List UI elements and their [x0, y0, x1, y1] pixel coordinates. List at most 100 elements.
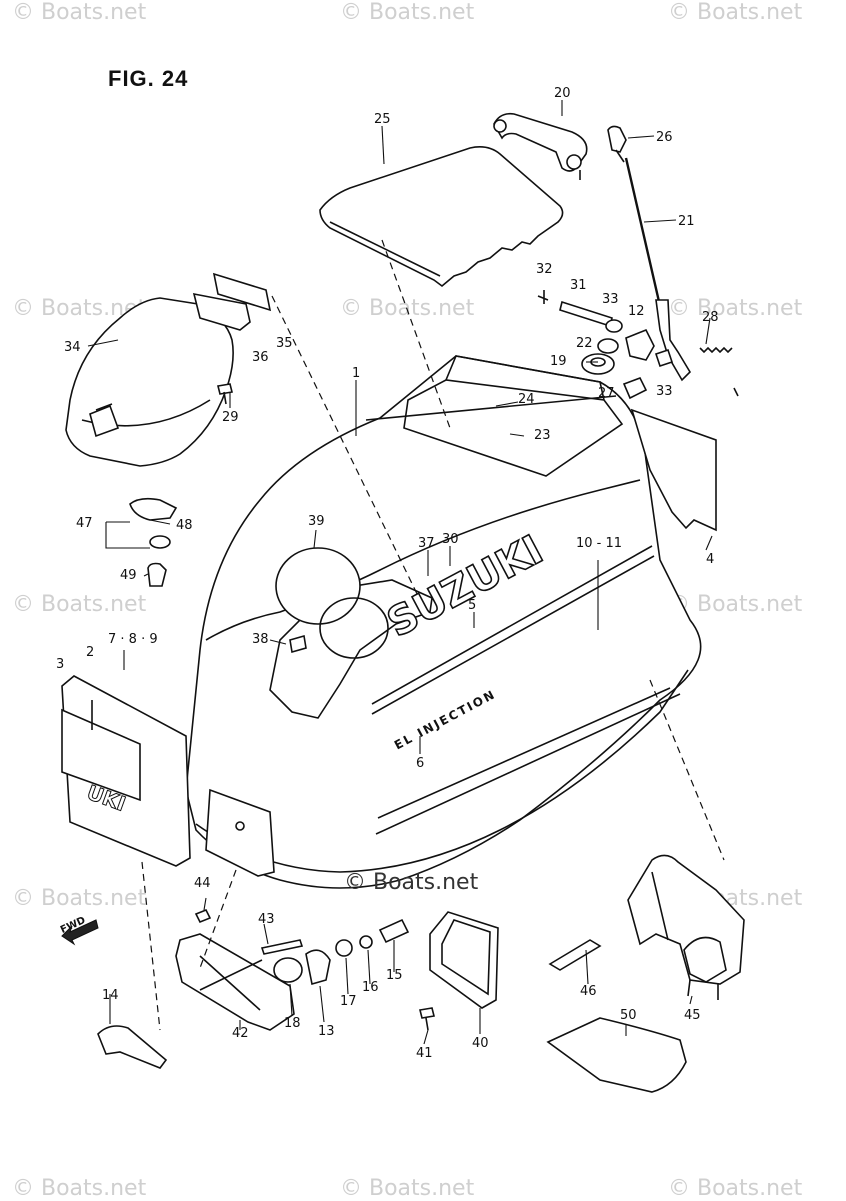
- bolt-15: [378, 918, 410, 944]
- part-label-10-11: 10 - 11: [576, 536, 623, 551]
- bracket-42-ribs: [199, 955, 263, 1011]
- cap-48: [149, 535, 171, 549]
- part-label-44: 44: [194, 876, 211, 891]
- part-label-49: 49: [120, 568, 137, 583]
- part-label-7-8-9: 7 · 8 · 9: [108, 632, 158, 647]
- assembly-line: [649, 679, 725, 861]
- part-label-2: 2: [86, 645, 95, 660]
- part-label-42: 42: [232, 1026, 249, 1041]
- part-label-34: 34: [64, 340, 81, 355]
- watermark: © Boats.net: [668, 0, 803, 25]
- part-label-27: 27: [598, 386, 615, 401]
- watermark: © Boats.net: [12, 1176, 147, 1201]
- latch-rod: [607, 125, 692, 382]
- part-label-33a: 33: [602, 292, 619, 307]
- mount-plate: [205, 788, 275, 877]
- part-label-41: 41: [416, 1046, 433, 1061]
- bushing-33: [605, 319, 623, 333]
- part-label-30: 30: [442, 532, 459, 547]
- part-label-12: 12: [628, 304, 645, 319]
- gasket-47: [129, 497, 178, 521]
- bushing-27: [622, 376, 648, 400]
- latch-assembly-45: [627, 854, 745, 1000]
- lever-12: [625, 328, 655, 361]
- side-panel-4: [630, 408, 717, 532]
- part-label-33b: 33: [656, 384, 673, 399]
- part-label-29: 29: [222, 410, 239, 425]
- mount-hole: [235, 821, 245, 831]
- part-label-46: 46: [580, 984, 597, 999]
- washer-22: [597, 338, 619, 354]
- front-plate: [61, 675, 191, 867]
- part-label-17: 17: [340, 994, 357, 1009]
- part-label-32: 32: [536, 262, 553, 277]
- part-label-24: 24: [518, 392, 535, 407]
- figure-title: FIG. 24: [108, 66, 189, 91]
- washer-18: [273, 957, 303, 983]
- seal-40-inner: [441, 919, 491, 996]
- leader-lines: [87, 100, 713, 1045]
- plug-49: [147, 562, 167, 587]
- part-label-18: 18: [284, 1016, 301, 1031]
- watermark: © Boats.net: [668, 296, 803, 321]
- part-label-20: 20: [554, 86, 571, 101]
- fwd-arrow-icon: [61, 919, 99, 946]
- part-label-31: 31: [570, 278, 587, 293]
- watermark: © Boats.net: [668, 1176, 803, 1201]
- washer-16: [359, 935, 373, 949]
- clip-32: [537, 290, 549, 304]
- clip-13: [305, 949, 331, 986]
- part-label-37: 37: [418, 536, 435, 551]
- assembly-line: [141, 861, 161, 1031]
- side-cover: [65, 297, 234, 467]
- watermark: © Boats.net: [340, 0, 475, 25]
- part-label-21: 21: [678, 214, 695, 229]
- rivet-46: [548, 939, 602, 971]
- grease-bag-50: [546, 1017, 687, 1093]
- seal-40: [429, 911, 499, 1009]
- watermark: © Boats.net: [340, 1176, 475, 1201]
- part-label-15: 15: [386, 968, 403, 983]
- part-label-3: 3: [56, 657, 65, 672]
- part-label-48: 48: [176, 518, 193, 533]
- screw-29: [217, 383, 233, 405]
- assembly-line: [271, 295, 421, 601]
- part-label-45: 45: [684, 1008, 701, 1023]
- center-watermark: © Boats.net: [344, 870, 479, 895]
- part-label-1: 1: [352, 366, 361, 381]
- handle-bracket: [493, 112, 588, 180]
- watermark: © Boats.net: [12, 592, 147, 617]
- watermark: © Boats.net: [668, 592, 803, 617]
- part-label-6: 6: [416, 756, 425, 771]
- part-label-35: 35: [276, 336, 293, 351]
- screw-41: [419, 1007, 435, 1031]
- spring-28: [699, 346, 739, 397]
- watermark: © Boats.net: [12, 0, 147, 25]
- part-label-28: 28: [702, 310, 719, 325]
- bracket-42: [175, 933, 295, 1031]
- washer-17: [335, 939, 353, 957]
- part-label-16: 16: [362, 980, 379, 995]
- clip-33: [654, 348, 674, 368]
- part-label-39: 39: [308, 514, 325, 529]
- part-label-43: 43: [258, 912, 275, 927]
- watermark: © Boats.net: [12, 886, 147, 911]
- screw-44: [194, 908, 212, 924]
- part-label-50: 50: [620, 1008, 637, 1023]
- part-label-38: 38: [252, 632, 269, 647]
- part-label-26: 26: [656, 130, 673, 145]
- part-label-5: 5: [468, 598, 477, 613]
- top-cover-lid: [319, 146, 564, 288]
- engine-cover: [185, 355, 702, 889]
- assembly-line: [381, 239, 451, 429]
- part-label-22: 22: [576, 336, 593, 351]
- bracket-35-36: [192, 272, 272, 331]
- part-label-13: 13: [318, 1024, 335, 1039]
- part-label-4: 4: [706, 552, 715, 567]
- rivet-43: [260, 939, 304, 955]
- part-label-14: 14: [102, 988, 119, 1003]
- assembly-line: [199, 869, 237, 969]
- part-label-47: 47: [76, 516, 93, 531]
